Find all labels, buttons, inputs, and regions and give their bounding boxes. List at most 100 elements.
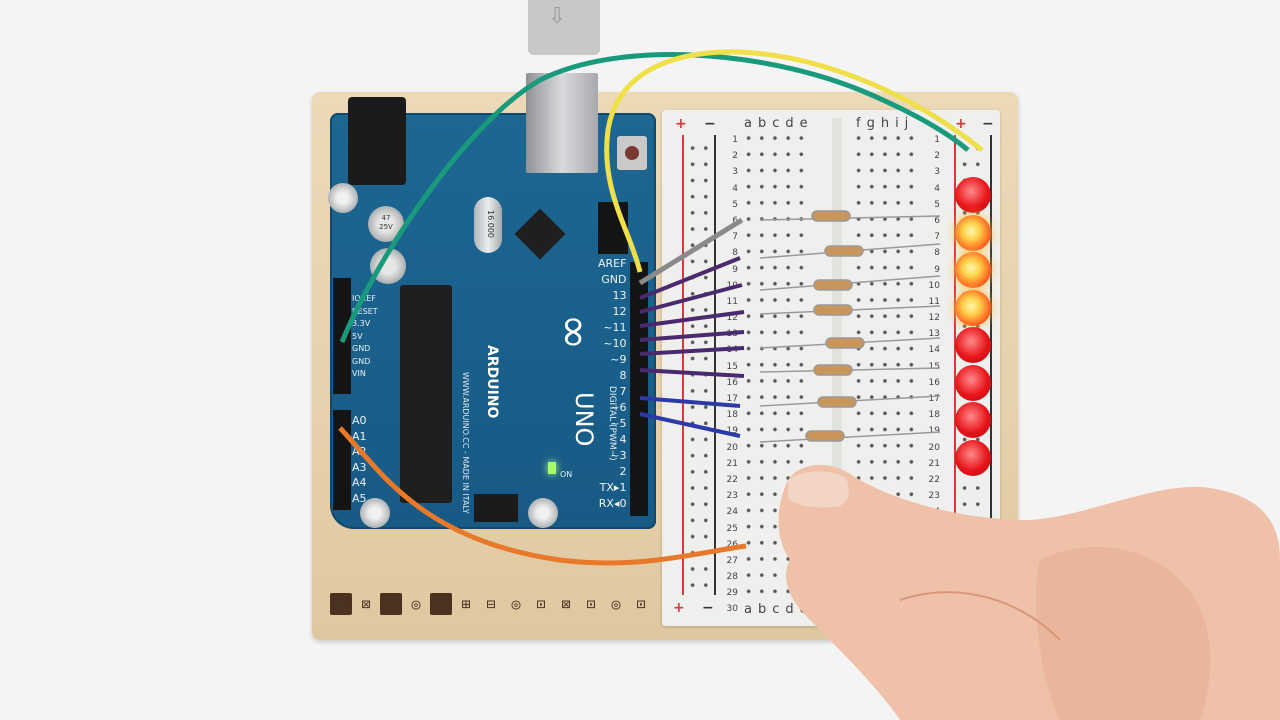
left-rail-minus-sign-bottom: − — [702, 600, 714, 616]
capacitor-label: 47 25V — [379, 214, 393, 231]
digital-pin-label: GND — [601, 273, 627, 286]
breadboard-row-number: 8 — [732, 248, 738, 259]
gray-wire — [638, 217, 744, 286]
right-rail-minus-line — [990, 135, 992, 595]
digital-pin-label: 12 — [612, 305, 627, 318]
breadboard-row-number: 2 — [934, 151, 940, 162]
analog-pin-label: A3 — [352, 460, 367, 474]
wood-engraved-symbol: ▣ — [430, 593, 452, 615]
screw-top-left — [328, 183, 358, 213]
teal-wire — [339, 52, 970, 343]
breadboard-row-number: 3 — [934, 167, 940, 178]
atmega-chip — [400, 285, 452, 503]
screw-bottom-left — [360, 498, 390, 528]
purple-wire-10 — [639, 330, 745, 342]
breadboard-row-number: 28 — [726, 572, 738, 583]
digital-pin-label: 7 — [619, 385, 627, 398]
breadboard-row-number: 23 — [928, 491, 940, 502]
wood-engraved-symbol: ◎ — [511, 595, 521, 613]
breadboard-row-number: 19 — [726, 426, 738, 437]
wood-engraved-symbol: ⊡ — [536, 595, 546, 613]
purple-wire-11 — [639, 310, 745, 328]
led-4 — [955, 289, 991, 326]
breadboard-row-number: 4 — [934, 183, 940, 194]
wood-engraved-symbol: ⊞ — [461, 595, 471, 613]
digital-pin-label: RX◂0 — [598, 497, 627, 510]
led-5 — [955, 327, 991, 363]
breadboard-row-number: 3 — [732, 167, 738, 178]
led-6 — [955, 364, 991, 401]
breadboard-row-number: 11 — [726, 296, 738, 307]
yellow-wire — [604, 49, 984, 273]
dc-power-jack — [348, 97, 406, 185]
right-rail-plus-sign: + — [955, 116, 967, 132]
right-terminal-holes — [852, 130, 922, 510]
breadboard-row-number: 18 — [928, 410, 940, 421]
wood-engraved-symbol: ⊠ — [561, 595, 571, 613]
breadboard-row-number: 19 — [928, 426, 940, 437]
right-rail-minus-sign: − — [982, 116, 994, 132]
purple-wire-12 — [639, 283, 743, 314]
breadboard-row-number: 30 — [726, 604, 738, 615]
digital-pin-label: 8 — [619, 369, 627, 382]
digital-pin-label: ~5 — [610, 417, 627, 430]
breadboard-row-number: 21 — [928, 458, 940, 469]
power-pin-label: GND — [352, 356, 371, 366]
breadboard-row-number: 16 — [928, 377, 940, 388]
breadboard-row-number: 15 — [726, 361, 738, 372]
purple-wire-8 — [639, 368, 745, 378]
breadboard-row-number: 5 — [732, 199, 738, 210]
breadboard-row-number: 20 — [726, 442, 738, 453]
resistor-5 — [825, 337, 865, 349]
breadboard-row-number: 14 — [928, 345, 940, 356]
wood-engraved-symbol: ▣ — [330, 593, 352, 615]
digital-pin-label: ~3 — [610, 449, 627, 462]
breadboard-row-number: 7 — [732, 232, 738, 243]
breadboard-row-number: 25 — [726, 523, 738, 534]
analog-pin-label: A5 — [352, 491, 367, 505]
purple-wire-9 — [639, 346, 745, 356]
orange-wire — [338, 426, 747, 566]
breadboard-row-number: 12 — [928, 313, 940, 324]
breadboard-row-number: 7 — [934, 232, 940, 243]
breadboard-row-number: 1 — [934, 135, 940, 145]
purple-wire-13 — [639, 256, 741, 300]
digital-pin-label: AREF — [598, 257, 627, 270]
digital-pin-label: ~10 — [603, 337, 627, 350]
wood-engraved-strip: ▣⊠▣◎▣⊞⊟◎⊡⊠⊡◎⊡⊟ — [330, 593, 677, 615]
digital-pin-label: ~9 — [610, 353, 627, 366]
resistor-1 — [811, 210, 851, 222]
breadboard-row-number: 12 — [726, 313, 738, 324]
left-column-labels: abcde — [744, 116, 814, 131]
power-pin-label: RESET — [352, 306, 378, 316]
resistors — [759, 210, 941, 443]
resistor-6 — [813, 364, 853, 376]
wood-engraved-symbol: ▣ — [380, 593, 402, 615]
led-3 — [955, 252, 991, 288]
resistor-4 — [813, 304, 853, 316]
analog-pin-label: A0 — [352, 414, 367, 427]
left-rail-plus-line — [682, 135, 684, 595]
breadboard-row-number: 21 — [726, 458, 738, 469]
digital-pin-label: 13 — [612, 289, 627, 302]
left-rail-plus-sign: + — [675, 116, 687, 132]
breadboard-row-number: 26 — [726, 539, 738, 550]
breadboard-row-number: 5 — [934, 199, 940, 210]
hand — [778, 464, 1280, 720]
left-rail-minus-sign: − — [704, 116, 716, 132]
breadboard-row-number: 15 — [928, 361, 940, 372]
digital-pin-label: 2 — [619, 465, 627, 478]
wood-engraved-symbol: ⊡ — [586, 595, 596, 613]
breadboard-row-number: 18 — [726, 410, 738, 421]
breadboard-row-number: 6 — [934, 215, 940, 226]
digital-pin-label: TX▸1 — [599, 481, 627, 494]
wood-engraved-symbol: ⊡ — [636, 595, 646, 613]
breadboard-row-number: 20 — [928, 442, 940, 453]
breadboard-row-number: 9 — [934, 264, 940, 275]
usb-cable — [528, 0, 600, 55]
reset-button[interactable] — [617, 136, 647, 170]
